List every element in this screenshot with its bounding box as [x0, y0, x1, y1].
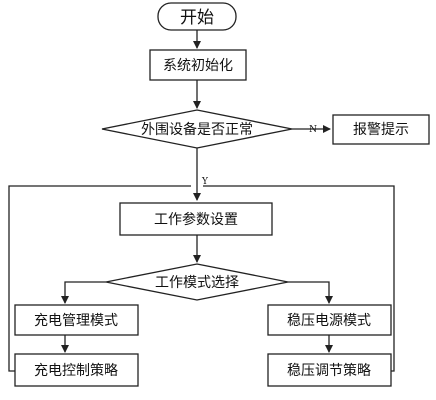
- edge-label-no: N: [309, 125, 317, 135]
- peripheral-check-decision: 外围设备是否正常: [101, 109, 293, 149]
- start-terminal: 开始: [157, 2, 237, 31]
- mode-select-decision: 工作模式选择: [105, 263, 289, 301]
- check-label: 外围设备是否正常: [141, 121, 253, 138]
- alarm-label: 报警提示: [353, 122, 409, 138]
- edge-label-yes: Y: [201, 177, 209, 187]
- charge-mode-box: 充电管理模式: [14, 304, 139, 336]
- stab-mode-box: 稳压电源模式: [267, 304, 392, 336]
- stab-control-box: 稳压调节策略: [267, 353, 392, 387]
- charge-control-label: 充电控制策略: [34, 362, 118, 379]
- charge-mode-label: 充电管理模式: [34, 313, 118, 329]
- stab-mode-label: 稳压电源模式: [287, 313, 371, 329]
- stab-control-label: 稳压调节策略: [287, 362, 371, 379]
- mode-select-label: 工作模式选择: [155, 275, 239, 291]
- charge-control-box: 充电控制策略: [14, 353, 139, 387]
- params-label: 工作参数设置: [154, 211, 238, 228]
- edge-mode-to-charge: [61, 281, 106, 304]
- params-box: 工作参数设置: [119, 202, 273, 236]
- start-label: 开始: [180, 8, 214, 28]
- init-box: 系统初始化: [149, 49, 247, 81]
- alarm-box: 报警提示: [332, 114, 430, 145]
- edge-mode-to-stab: [288, 281, 333, 304]
- init-label: 系统初始化: [163, 57, 233, 74]
